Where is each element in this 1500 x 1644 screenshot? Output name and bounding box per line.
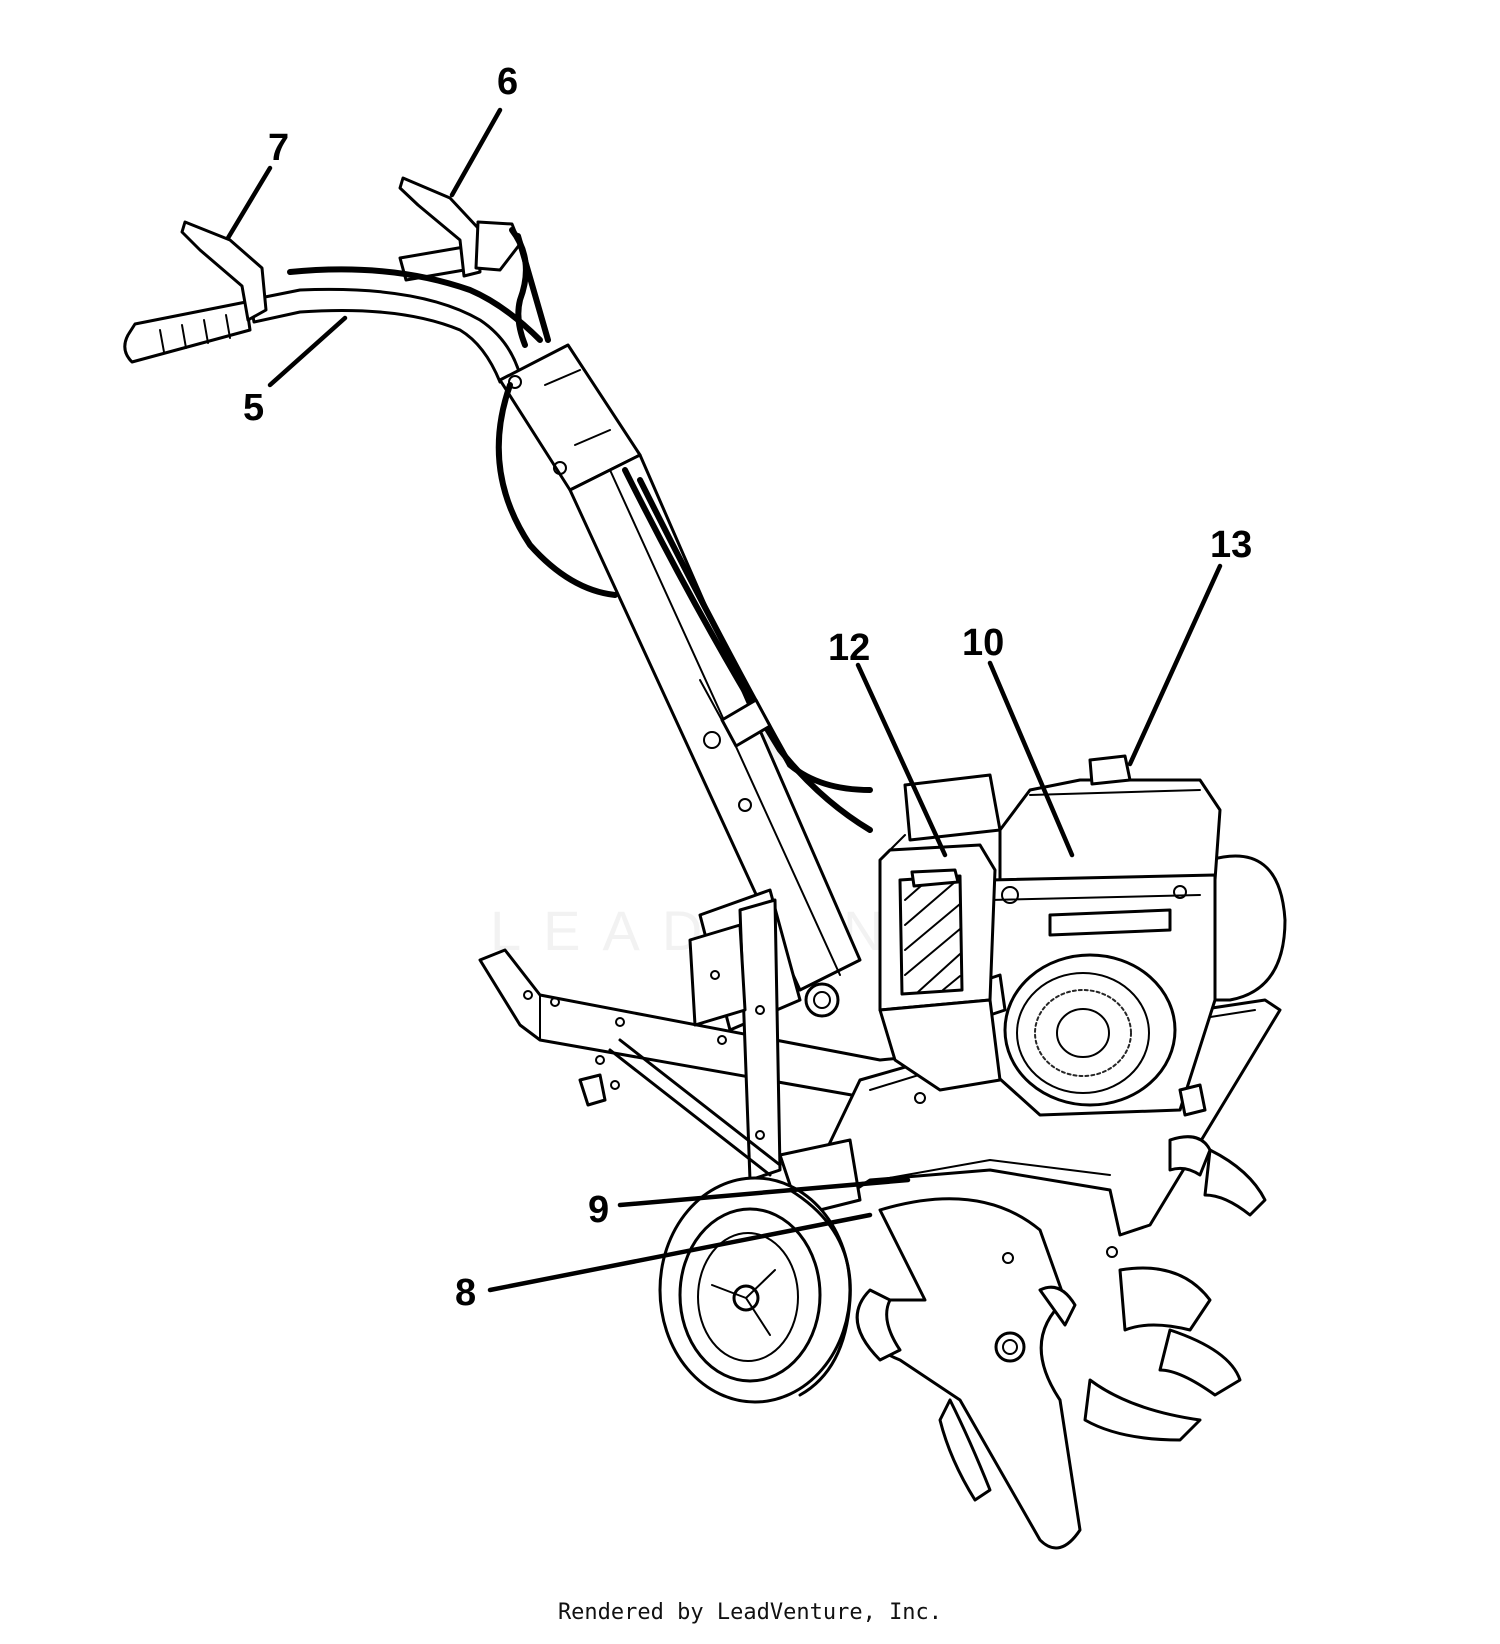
tines [855, 1135, 1267, 1550]
leader-6 [449, 107, 503, 198]
engine [878, 754, 1287, 1117]
leader-12 [855, 662, 948, 858]
footer-credit: Rendered by LeadVenture, Inc. [557, 1600, 943, 1625]
callout-5: 5 [243, 387, 264, 429]
leader-8 [487, 1212, 873, 1293]
handle-tube [495, 343, 873, 1018]
callout-8: 8 [455, 1272, 476, 1314]
air-cleaner-hatching [904, 877, 961, 993]
callout-labels: 5 6 7 8 9 10 12 13 [243, 61, 1252, 1314]
callout-10: 10 [962, 622, 1004, 664]
leader-13 [1127, 563, 1223, 767]
starter-grille [1034, 989, 1132, 1077]
leader-10 [987, 660, 1075, 858]
handlebar [123, 176, 551, 384]
callout-13: 13 [1210, 524, 1252, 566]
transport-wheel [658, 1176, 852, 1404]
leader-7 [225, 165, 273, 241]
callout-7: 7 [268, 127, 289, 169]
leader-lines [225, 107, 1223, 1293]
leader-5 [267, 315, 348, 388]
callout-12: 12 [828, 627, 870, 669]
callout-9: 9 [588, 1189, 609, 1231]
callout-6: 6 [497, 61, 518, 103]
leader-9 [617, 1177, 911, 1208]
